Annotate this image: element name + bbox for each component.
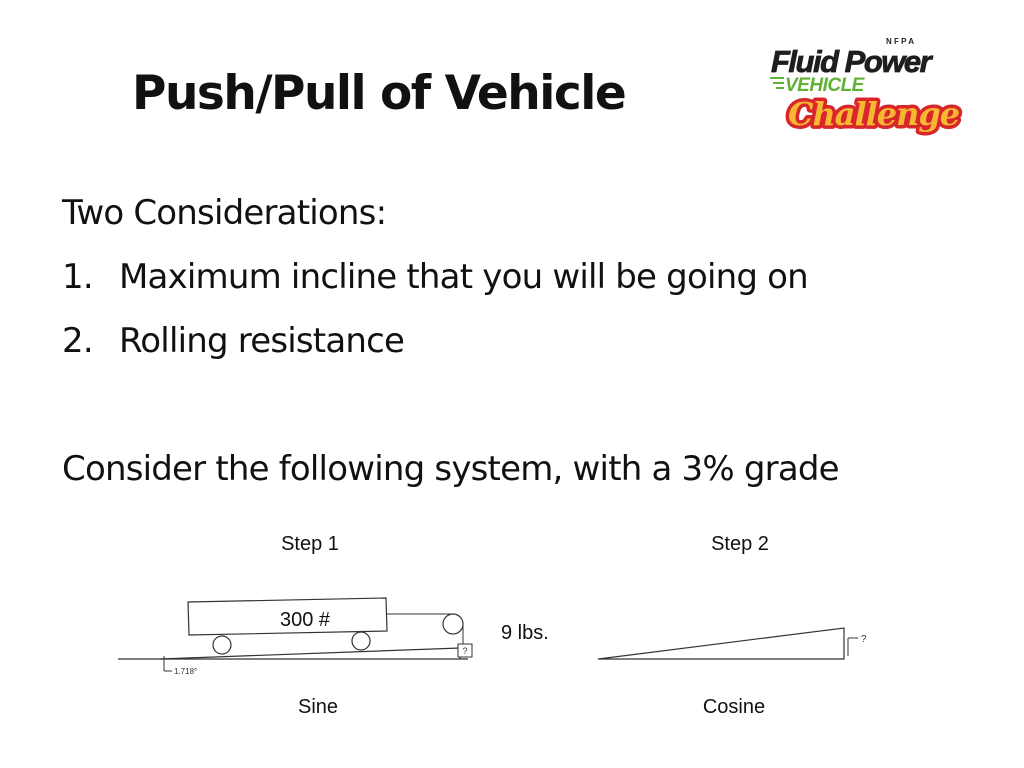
step1-angle-marker — [163, 656, 172, 672]
step2-caption: Cosine — [703, 696, 765, 718]
logo-org-text: N F P A — [886, 37, 914, 46]
logo-speed-lines — [770, 77, 784, 89]
vehicle-body — [187, 597, 388, 636]
logo-fluid-power-text: Fluid Power — [771, 44, 934, 79]
step2-label: Step 2 — [711, 533, 769, 555]
list-item-number: 2. — [62, 321, 94, 361]
vehicle-wheel-front — [351, 631, 371, 651]
intro-text: Two Considerations: — [62, 193, 387, 233]
consider-text: Consider the following system, with a 3%… — [62, 449, 840, 489]
step1-angle-label: 1.718° — [174, 667, 197, 676]
hanging-weight-box — [457, 643, 473, 658]
list-item-number: 1. — [62, 257, 94, 297]
list-item-1: 1. Maximum incline that you will be going… — [62, 257, 809, 298]
step2-triangle — [597, 627, 845, 660]
force-label: 9 lbs. — [501, 622, 549, 644]
logo-challenge-text-shadow: Challenge — [788, 95, 959, 133]
logo-challenge-text: Challenge — [788, 95, 959, 133]
step1-incline-surface — [159, 647, 461, 660]
list-item-text: Maximum incline that you will be going o… — [119, 257, 809, 297]
step1-label: Step 1 — [281, 533, 339, 555]
logo-vehicle-text: VEHICLE — [785, 75, 866, 96]
step1-caption: Sine — [298, 696, 338, 718]
list-item-2: 2. Rolling resistance — [62, 321, 405, 362]
slide-title: Push/Pull of Vehicle — [132, 66, 627, 121]
step2-diagram: Step 2 ? Cosine — [597, 533, 867, 718]
hanging-weight-unknown: ? — [462, 646, 467, 656]
pulley — [442, 613, 464, 635]
fluid-power-vehicle-challenge-logo: N F P A Fluid Power VEHICLE Challenge Ch… — [770, 37, 964, 137]
list-item-text: Rolling resistance — [119, 321, 405, 361]
vehicle-wheel-rear — [212, 635, 232, 655]
vehicle-weight-label: 300 # — [280, 609, 331, 631]
incline-diagram: Step 1 1.718° 300 # ? 9 lbs. Sine Step — [118, 533, 867, 718]
step1-diagram: Step 1 1.718° 300 # ? 9 lbs. Sine — [118, 533, 549, 718]
step2-unknown: ? — [861, 634, 867, 645]
